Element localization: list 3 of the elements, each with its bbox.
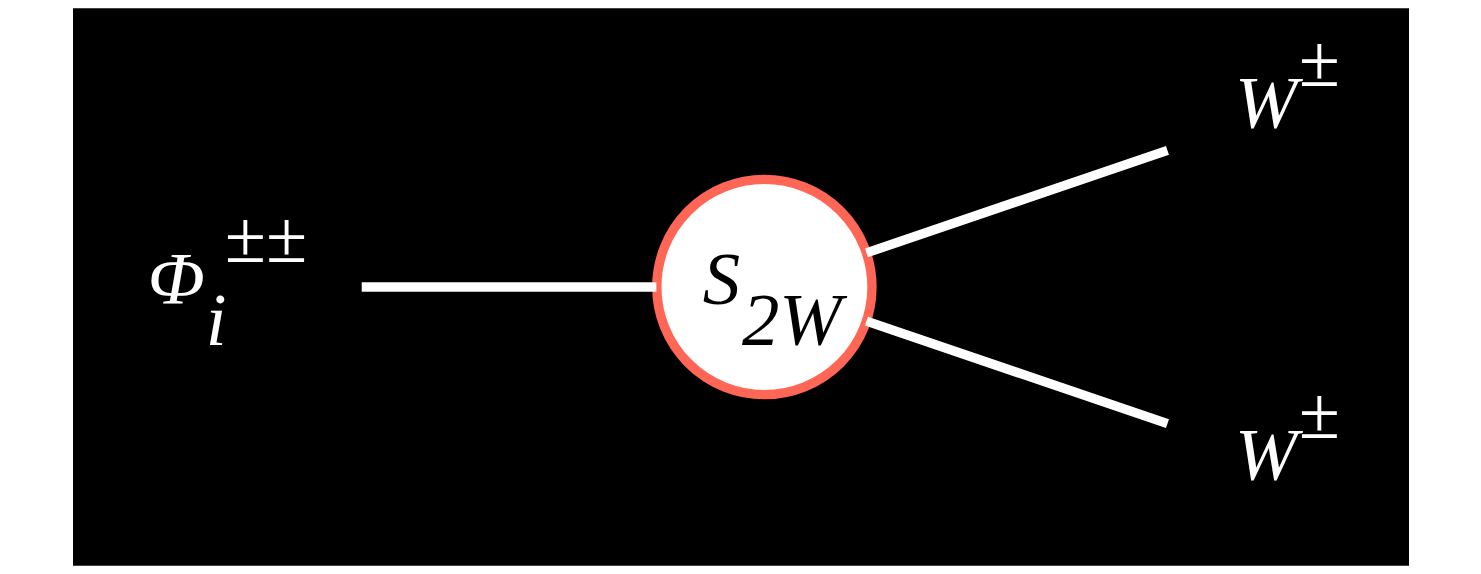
connector <box>864 316 1169 429</box>
connector <box>864 145 1169 258</box>
connector <box>361 282 656 292</box>
